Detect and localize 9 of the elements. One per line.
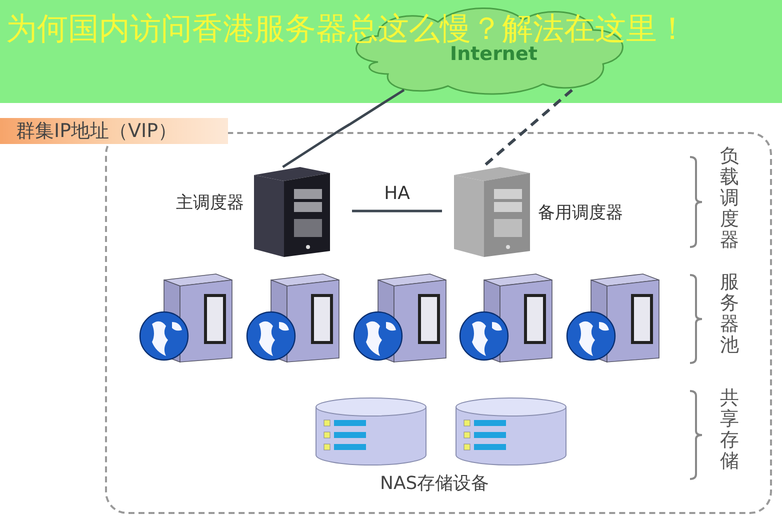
cluster-heading: 群集IP地址（VIP） [0, 118, 228, 144]
storage-caption: NAS存储设备 [380, 472, 490, 496]
group-label: 共享存储 [720, 388, 739, 472]
link-line [352, 210, 442, 212]
server-caption: 备用调度器 [538, 202, 623, 225]
group-label: 负载调度器 [720, 146, 739, 250]
cloud-label: Internet [450, 43, 538, 67]
group-label: 服务器池 [720, 272, 739, 356]
server-caption: 主调度器 [176, 192, 244, 215]
